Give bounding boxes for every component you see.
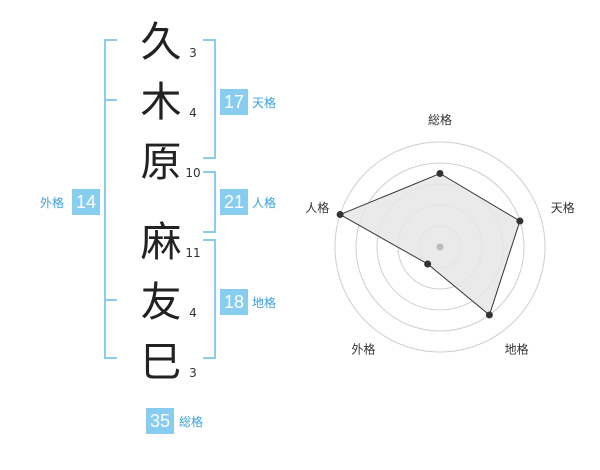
name-char-6: 巳 [140,338,182,386]
jinkaku-label: 人格 [252,196,277,210]
name-char-4: 麻 [140,218,182,266]
radar-axis-label: 人格 [305,200,329,215]
radar-point-2 [516,217,524,225]
stroke-count-6: 3 [189,366,197,380]
name-char-3: 原 [140,138,182,186]
stroke-count-1: 3 [189,46,197,60]
jinkaku-bracket [203,171,216,233]
radar-point-3 [485,311,493,319]
jinkaku-value: 21 [220,189,248,215]
radar-area [338,172,521,316]
tenkaku-label: 天格 [252,96,277,110]
gaikaku-label: 外格 [40,196,65,210]
radar-axis-label: 総格 [428,112,452,127]
gaikaku-value: 14 [72,189,100,215]
radar-point-4 [424,260,432,268]
soukaku-value: 35 [146,408,174,434]
name-char-5: 友 [140,278,182,326]
chikaku-bracket [203,239,216,359]
radar-axis-label: 天格 [551,200,575,215]
radar-axis-label: 地格 [505,342,529,357]
stroke-count-3: 10 [185,166,201,180]
radar-point-1 [436,170,444,177]
chikaku-label: 地格 [252,296,277,310]
radar-ring [334,141,546,353]
radar-point-5 [336,211,344,219]
gaikaku-bracket [104,39,117,359]
stroke-count-4: 11 [185,246,201,260]
stroke-count-5: 4 [189,306,197,320]
bracket-lines [104,39,216,359]
name-char-1: 久 [140,18,182,66]
radar-axis-label: 外格 [351,342,375,357]
tenkaku-value: 17 [220,89,248,115]
radar-ring [355,162,525,332]
name-char-2: 木 [140,78,182,126]
tenkaku-bracket [203,39,216,159]
stroke-count-2: 4 [189,106,197,120]
chikaku-value: 18 [220,289,248,315]
soukaku-label: 総格 [179,415,204,429]
radar-center-dot [436,243,444,251]
